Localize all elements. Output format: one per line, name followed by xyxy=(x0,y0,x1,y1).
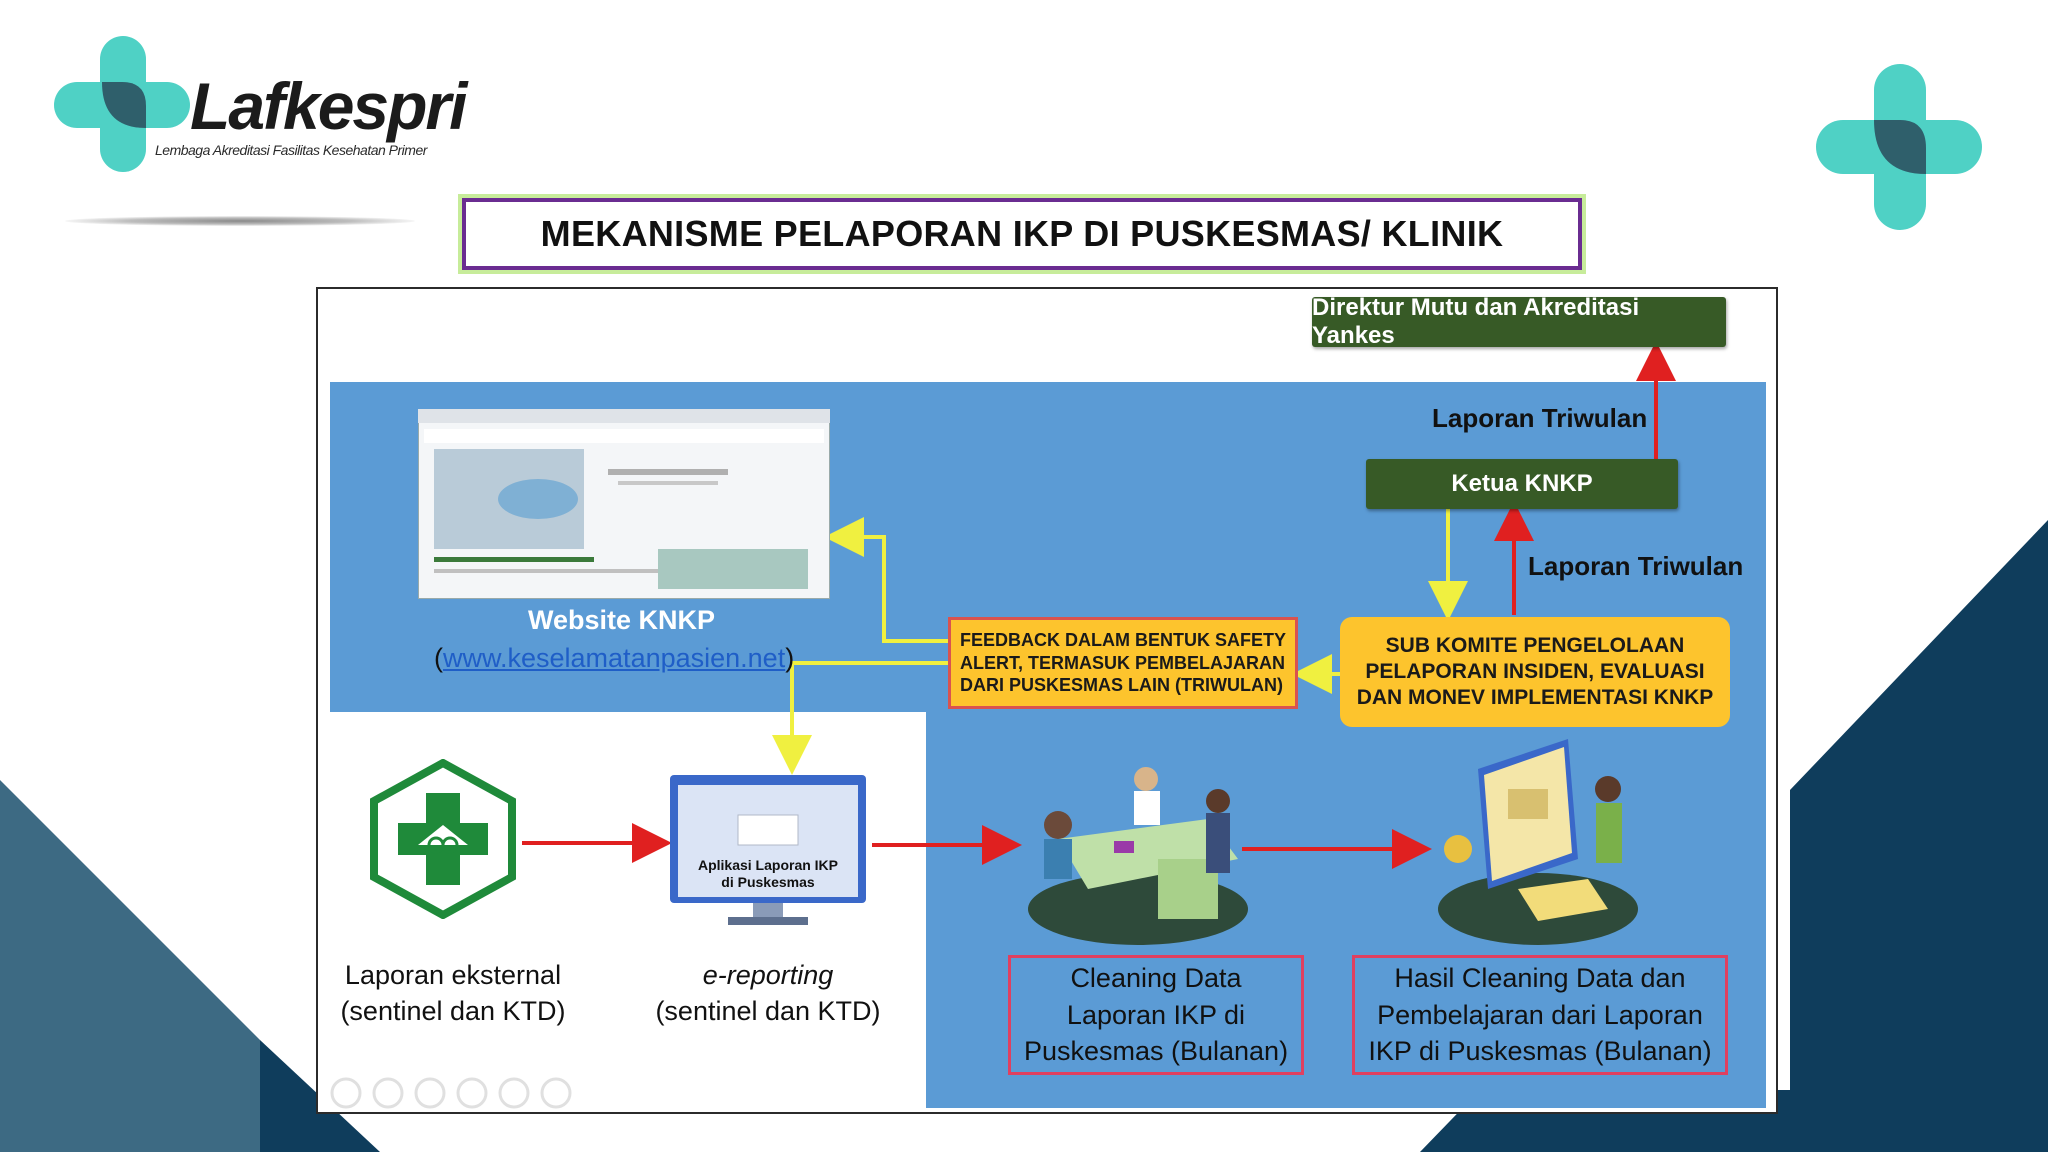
lafkespri-logo-icon xyxy=(54,36,190,172)
ketua-label: Ketua KNKP xyxy=(1451,470,1593,497)
logo-name: Lafkespri xyxy=(190,69,467,143)
laporan-triwulan-mid-label: Laporan Triwulan xyxy=(1528,551,1744,581)
arrow-feedback-to-app xyxy=(772,661,948,775)
ereporting-line-2: (sentinel dan KTD) xyxy=(655,996,881,1027)
cleaning-line-1: Cleaning Data xyxy=(1070,963,1242,994)
ereporting-line-1: e-reporting xyxy=(702,960,834,990)
ereporting-caption: e-reporting (sentinel dan KTD) xyxy=(638,957,898,1030)
cleaning-line-3: Puskesmas (Bulanan) xyxy=(1023,1036,1289,1067)
toolbar-icons xyxy=(330,1077,572,1109)
website-screenshot xyxy=(418,409,830,599)
plus-icon xyxy=(1816,64,1982,230)
external-line-1: Laporan eksternal xyxy=(344,960,562,990)
website-link-open: ( xyxy=(434,643,443,673)
logo-divider xyxy=(65,216,415,226)
app-label: Aplikasi Laporan IKP di Puskesmas xyxy=(678,857,858,891)
website-link-close: ) xyxy=(785,643,795,673)
feedback-line-2: ALERT, TERMASUK PEMBELAJARAN xyxy=(960,652,1286,673)
app-label-line-2: di Puskesmas xyxy=(721,873,815,890)
slide-title: MEKANISME PELAPORAN IKP DI PUSKESMAS/ KL… xyxy=(540,213,1504,254)
meeting-illustration xyxy=(1028,767,1248,945)
cleaning-line-2: Laporan IKP di xyxy=(1066,999,1246,1030)
ketua-box: Ketua KNKP xyxy=(1366,459,1678,509)
hasil-box: Hasil Cleaning Data dan Pembelajaran dar… xyxy=(1352,955,1728,1075)
external-caption: Laporan eksternal (sentinel dan KTD) xyxy=(328,957,578,1030)
diagram-arrows xyxy=(522,341,1676,869)
corner-decoration-right xyxy=(1420,520,2048,1152)
website-link-line: (www.keselamatanpasien.net) xyxy=(434,643,794,674)
hasil-line-3: IKP di Puskesmas (Bulanan) xyxy=(1368,1036,1712,1067)
website-knkp-label: Website KNKP xyxy=(528,605,715,636)
presentation-illustration xyxy=(1438,739,1638,945)
logo-subtitle: Lembaga Akreditasi Fasilitas Kesehatan P… xyxy=(155,142,427,158)
website-knkp-title: Website KNKP xyxy=(528,605,716,635)
cleaning-box: Cleaning Data Laporan IKP di Puskesmas (… xyxy=(1008,955,1304,1075)
direktur-box: Direktur Mutu dan Akreditasi Yankes xyxy=(1312,294,1726,349)
feedback-line-3: DARI PUSKESMAS LAIN (TRIWULAN) xyxy=(960,675,1283,696)
puskesmas-logo-icon xyxy=(370,759,516,919)
website-link[interactable]: www.keselamatanpasien.net xyxy=(443,643,786,673)
external-line-2: (sentinel dan KTD) xyxy=(340,996,566,1027)
hasil-line-2: Pembelajaran dari Laporan xyxy=(1377,999,1703,1030)
subkomite-box: SUB KOMITE PENGELOLAAN PELAPORAN INSIDEN… xyxy=(1340,617,1730,727)
diagram-frame: Direktur Mutu dan Akreditasi Yankes Lapo… xyxy=(316,287,1778,1114)
feedback-line-1: FEEDBACK DALAM BENTUK SAFETY xyxy=(960,630,1286,651)
subkomite-line-3: DAN MONEV IMPLEMENTASI KNKP xyxy=(1356,686,1714,710)
hasil-line-1: Hasil Cleaning Data dan xyxy=(1394,963,1686,994)
monitor-icon xyxy=(670,775,866,925)
laporan-triwulan-top-label: Laporan Triwulan xyxy=(1432,403,1648,433)
slide-title-box: MEKANISME PELAPORAN IKP DI PUSKESMAS/ KL… xyxy=(462,198,1582,270)
subkomite-line-1: SUB KOMITE PENGELOLAAN xyxy=(1385,633,1685,657)
direktur-label: Direktur Mutu dan Akreditasi Yankes xyxy=(1312,294,1640,349)
subkomite-line-2: PELAPORAN INSIDEN, EVALUASI xyxy=(1365,659,1705,683)
feedback-box: FEEDBACK DALAM BENTUK SAFETY ALERT, TERM… xyxy=(948,617,1298,709)
arrow-feedback-to-website xyxy=(824,517,948,643)
app-label-line-1: Aplikasi Laporan IKP xyxy=(697,857,839,873)
